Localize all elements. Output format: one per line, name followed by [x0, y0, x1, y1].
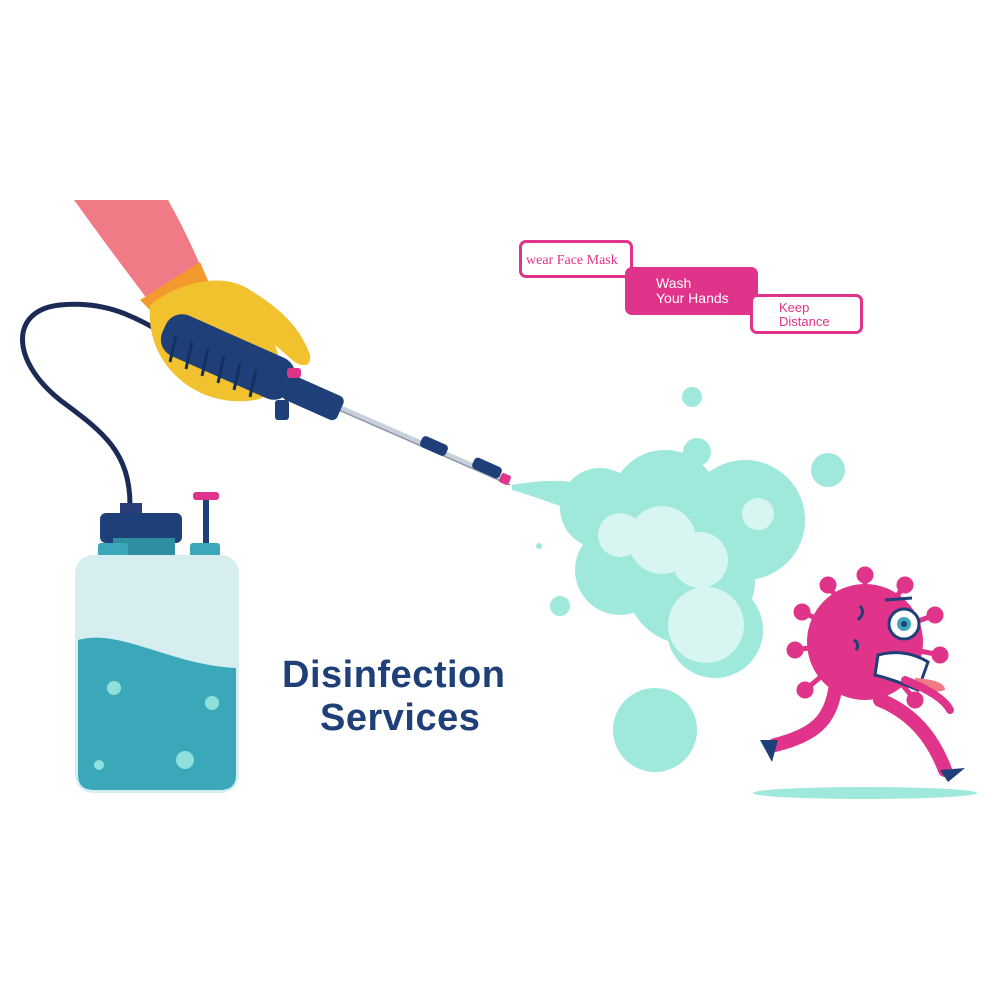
disinfectant-tank-icon	[75, 492, 239, 793]
keep-distance-tag: Keep Distance	[750, 294, 863, 334]
wash-hands-label-line2: Your Hands	[656, 290, 729, 306]
spray-mist-icon	[512, 387, 845, 772]
keep-distance-label-line2: Distance	[779, 314, 830, 329]
wash-hands-tag: Wash Your Hands	[625, 267, 758, 315]
page-title-line1: Disinfection	[282, 654, 506, 696]
running-virus-icon	[753, 566, 977, 799]
pressure-sprayer-icon	[160, 314, 512, 486]
wear-face-mask-label: wear Face Mask	[526, 253, 618, 268]
page-title-line2: Services	[320, 697, 481, 739]
keep-distance-label-line1: Keep	[779, 300, 810, 315]
wear-face-mask-tag: wear Face Mask	[519, 240, 633, 278]
sprayer-hose	[20, 301, 178, 508]
wash-hands-label-line1: Wash	[656, 275, 692, 291]
